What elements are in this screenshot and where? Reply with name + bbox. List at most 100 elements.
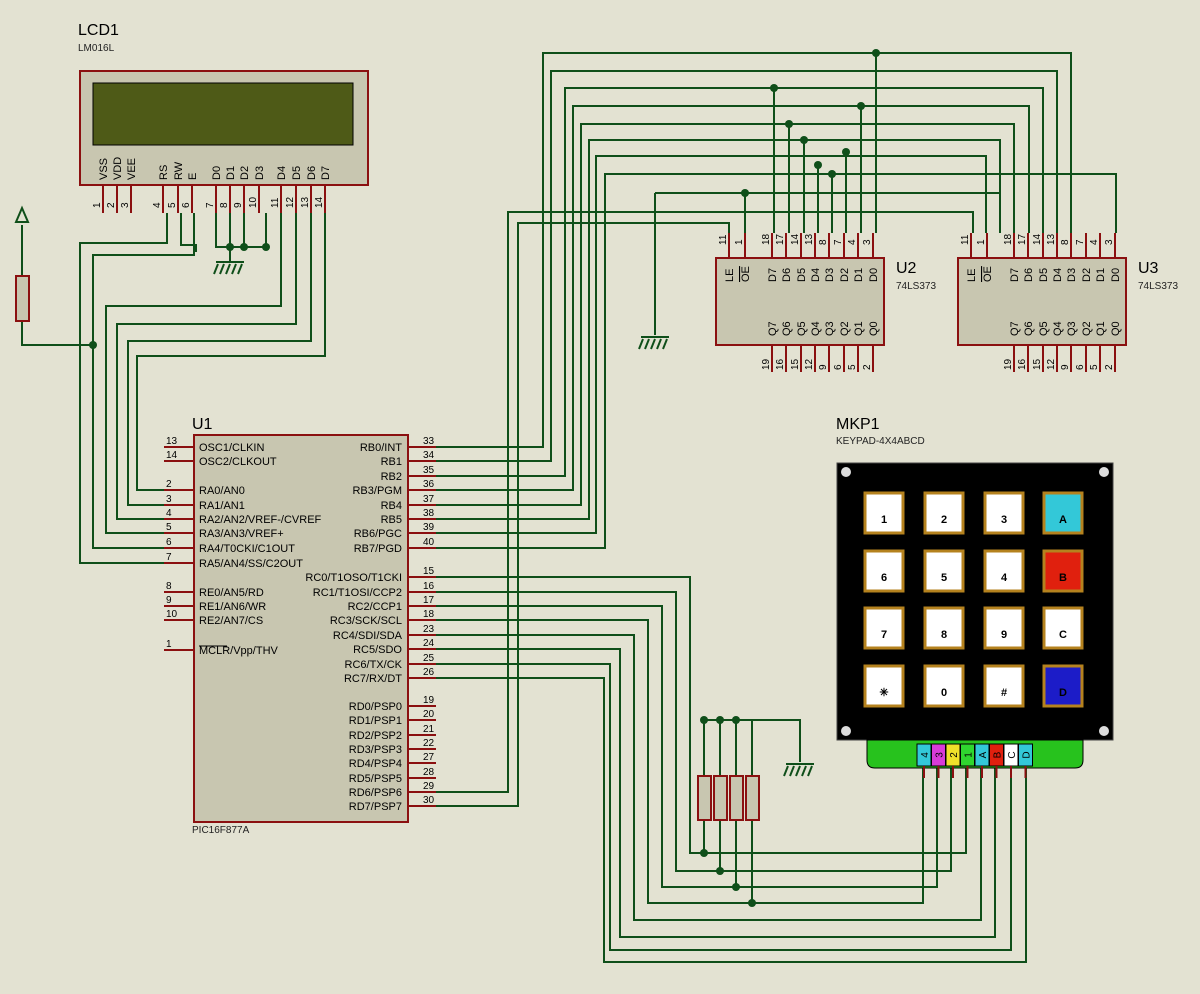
mcu-pin-label: RD6/PSP6 <box>349 787 402 799</box>
mcu-pin-label: RD2/PSP2 <box>349 730 402 742</box>
latch-pin-number: 17 <box>775 233 786 245</box>
keypad-key[interactable]: # <box>983 664 1025 708</box>
latch-pin-number: 3 <box>1104 239 1115 245</box>
keypad-key[interactable]: 2 <box>923 491 965 535</box>
mcu-pin-number: 9 <box>166 595 172 606</box>
lcd-pin-label: D6 <box>306 166 318 180</box>
latch-pin-label: Q2 <box>1081 321 1093 336</box>
latch-pin-label: Q4 <box>1052 321 1064 336</box>
wiring <box>21 52 1117 963</box>
mcu-pin-number: 4 <box>166 508 172 519</box>
latch-pin-label: D1 <box>853 268 865 282</box>
latch-pin-number: 19 <box>761 358 772 370</box>
mcu-pin-number: 16 <box>423 581 435 592</box>
mcu-pin-number: 37 <box>423 494 435 505</box>
latch-pin-label: D2 <box>839 268 851 282</box>
lcd-pin-label: D2 <box>239 166 251 180</box>
keypad-key[interactable]: D <box>1042 664 1084 708</box>
latch-pin-label: OE <box>982 266 994 282</box>
connector-pin-label: B <box>993 751 1004 758</box>
mcu-pin-number: 10 <box>166 609 178 620</box>
lcd-pin-label: D1 <box>225 166 237 180</box>
mcu-pin-number: 1 <box>166 639 172 650</box>
mcu-pin-number: 6 <box>166 537 172 548</box>
mcu-pin-label: RC0/T1OSO/T1CKI <box>305 572 402 584</box>
junction-dots <box>89 49 880 907</box>
mcu-pin-label: RB7/PGD <box>354 543 402 555</box>
lcd-pin-label: VEE <box>126 158 138 180</box>
keypad-key-label: 0 <box>941 687 947 699</box>
latch-pin-label: D5 <box>796 268 808 282</box>
connector-pin-label: A <box>978 751 989 758</box>
latch-u3: U374LS373LE11OE1D718D617D514D413D38D27D1… <box>957 233 1178 372</box>
mcu-pin-label: RC4/SDI/SDA <box>333 630 403 642</box>
latch-pin-number: 14 <box>1032 233 1043 245</box>
resistor-network <box>697 775 760 821</box>
latch-pin-number: 5 <box>847 364 858 370</box>
mcu-pin-label: RE0/AN5/RD <box>199 587 264 599</box>
latch-pin-number: 12 <box>804 358 815 370</box>
latch-pin-label: D5 <box>1038 268 1050 282</box>
keypad-key[interactable]: 3 <box>983 491 1025 535</box>
latch-pin-label: D3 <box>1066 268 1078 282</box>
lcd-pin-number: 5 <box>167 202 178 208</box>
latch-pin-label: D4 <box>1052 268 1064 282</box>
latch-pin-number: 2 <box>1104 364 1115 370</box>
latch-pin-number: 11 <box>960 234 971 245</box>
keypad-key[interactable]: B <box>1042 549 1084 593</box>
latch-pin-number: 3 <box>862 239 873 245</box>
lcd-pin-number: 4 <box>152 202 163 208</box>
latch-pin-number: 4 <box>1089 239 1100 245</box>
keypad-key[interactable]: 0 <box>923 664 965 708</box>
mcu-part: PIC16F877A <box>192 825 250 836</box>
mcu-pin-label: RC6/TX/CK <box>345 659 403 671</box>
mcu-pin-number: 29 <box>423 781 435 792</box>
keypad-key[interactable]: 7 <box>863 606 905 650</box>
mcu-ref: U1 <box>192 416 213 433</box>
mcu-pin-number: 8 <box>166 581 172 592</box>
mcu-pin-number: 38 <box>423 508 435 519</box>
keypad-key[interactable]: C <box>1042 606 1084 650</box>
latch-pin-label: D4 <box>810 268 822 282</box>
keypad-key[interactable]: 8 <box>923 606 965 650</box>
latch-pin-label: Q0 <box>1110 321 1122 336</box>
mcu-right-pins: 33RB0/INT34RB135RB236RB3/PGM37RB438RB539… <box>305 436 436 813</box>
keypad-key-label: A <box>1059 514 1067 526</box>
keypad-key[interactable]: 9 <box>983 606 1025 650</box>
mcu-pin-number: 24 <box>423 638 435 649</box>
lcd-pin-label: RW <box>173 161 185 180</box>
lcd-pin-number: 3 <box>120 202 131 208</box>
keypad-row-labels-right: ABCD <box>1090 509 1098 694</box>
keypad-key[interactable]: 6 <box>863 549 905 593</box>
latch-pin-label: D1 <box>1095 268 1107 282</box>
keypad-key[interactable]: ✳ <box>863 664 905 708</box>
lcd-pin-label: D7 <box>320 166 332 180</box>
keypad-key[interactable]: A <box>1042 491 1084 535</box>
latch-pin-number: 6 <box>833 364 844 370</box>
lcd-pins: VSS1VDD2VEE3RS4RW5E6D07D18D29D310D411D51… <box>92 157 332 213</box>
latch-pin-label: Q0 <box>868 321 880 336</box>
keypad-key[interactable]: 1 <box>863 491 905 535</box>
latch-pin-label: D6 <box>781 268 793 282</box>
keypad-column-label: 1 <box>881 712 887 724</box>
lcd-pin-label: D3 <box>254 166 266 180</box>
latch-pin-number: 9 <box>1060 364 1071 370</box>
keypad-key[interactable]: 4 <box>983 549 1025 593</box>
latch-pin-label: D7 <box>1009 268 1021 282</box>
keypad-key[interactable]: 5 <box>923 549 965 593</box>
keypad-key-label: 3 <box>1001 514 1007 526</box>
latch-pin-label: D0 <box>868 268 880 282</box>
latch-pin-label: Q7 <box>767 321 779 336</box>
resistor-r1 <box>15 275 30 322</box>
mcu-pin-label: OSC1/CLKIN <box>199 442 264 454</box>
latch-pin-number: 13 <box>1046 233 1057 245</box>
mcu-pin-label: RA0/AN0 <box>199 485 245 497</box>
latch-pin-number: 13 <box>804 233 815 245</box>
latch-pin-number: 4 <box>847 239 858 245</box>
